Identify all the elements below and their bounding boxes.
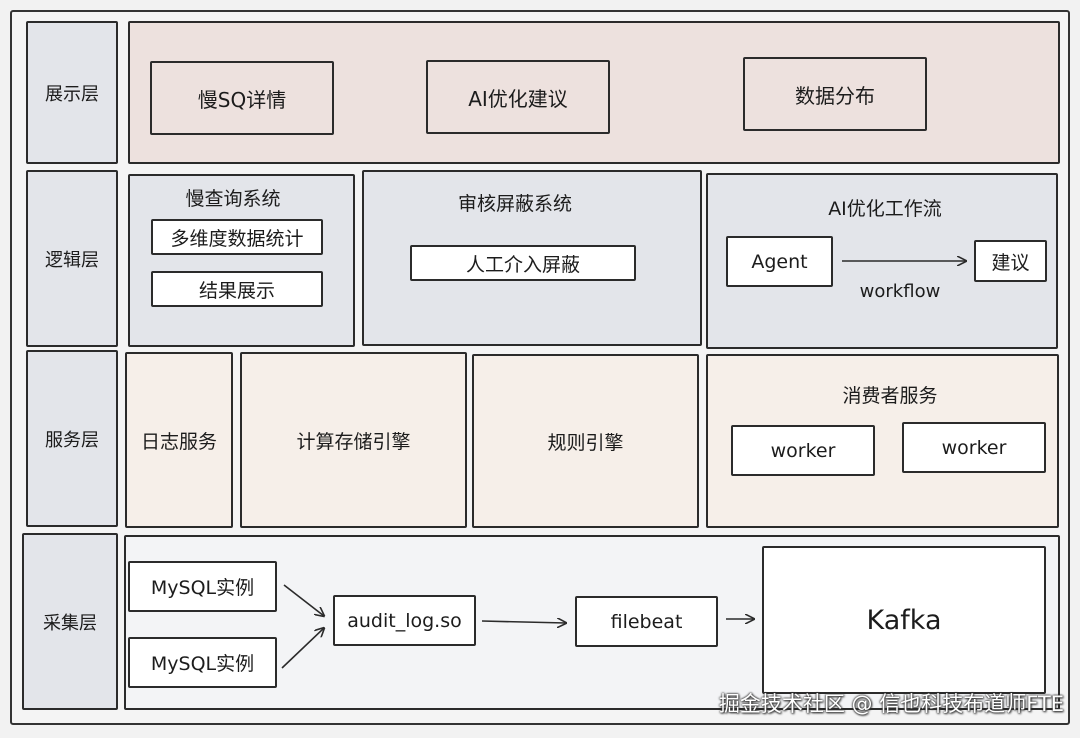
compute-storage-engine-box: 计算存储引擎 xyxy=(240,352,467,528)
ai-suggestion-box: AI优化建议 xyxy=(426,60,610,134)
result-display-box: 结果展示 xyxy=(151,271,323,307)
agent-box: Agent xyxy=(726,236,833,287)
slow-sql-detail-box: 慢SQ详情 xyxy=(150,61,334,135)
multi-dimension-stats-box: 多维度数据统计 xyxy=(151,219,323,255)
mysql-instance-box-1: MySQL实例 xyxy=(128,561,277,612)
worker-box-2: worker xyxy=(902,422,1046,473)
layer-label-presentation: 展示层 xyxy=(26,21,118,164)
audit-log-plugin-box: audit_log.so xyxy=(333,595,476,646)
layer-label-service: 服务层 xyxy=(26,350,118,527)
layer-label-logic: 逻辑层 xyxy=(26,170,118,347)
mysql-instance-box-2: MySQL实例 xyxy=(128,637,277,688)
rule-engine-box: 规则引擎 xyxy=(472,354,699,528)
slow-query-system-panel xyxy=(128,174,355,347)
suggestion-box: 建议 xyxy=(974,240,1047,282)
audit-block-system-title: 审核屏蔽系统 xyxy=(457,192,572,215)
watermark-text: 掘金技术社区 @ 信也科技布道师FTE xyxy=(718,692,1064,716)
filebeat-box: filebeat xyxy=(575,596,718,647)
layer-label-collection: 采集层 xyxy=(22,533,118,710)
data-distribution-box: 数据分布 xyxy=(743,57,927,131)
ai-workflow-title: AI优化工作流 xyxy=(828,197,942,220)
slow-query-system-title: 慢查询系统 xyxy=(185,187,281,210)
log-service-box: 日志服务 xyxy=(125,352,233,528)
kafka-box: Kafka xyxy=(762,546,1046,694)
consumer-service-title: 消费者服务 xyxy=(842,384,938,407)
worker-box-1: worker xyxy=(731,425,875,476)
workflow-edge-label: workflow xyxy=(859,280,941,302)
manual-block-box: 人工介入屏蔽 xyxy=(410,245,636,281)
